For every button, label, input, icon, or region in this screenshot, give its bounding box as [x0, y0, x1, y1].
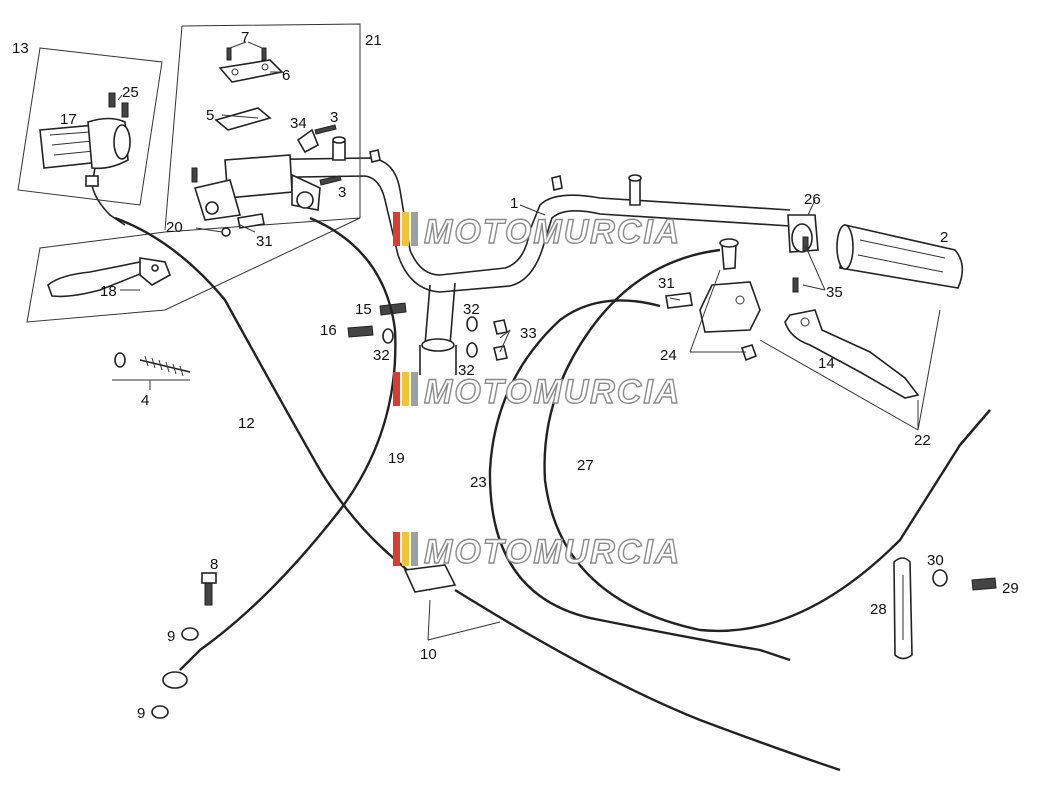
handlebar-tube — [229, 136, 791, 375]
callout-15: 15 — [355, 301, 372, 318]
parts-29-30 — [932, 569, 997, 591]
callout-26: 26 — [804, 191, 821, 208]
callout-32-upper: 32 — [463, 301, 480, 318]
screws-35 — [792, 236, 809, 293]
watermark-stripe-yellow — [402, 212, 409, 246]
watermark-middle: MOTOMURCIA — [393, 372, 681, 412]
callout-24: 24 — [660, 347, 677, 364]
callout-27: 27 — [577, 457, 594, 474]
callout-33: 33 — [520, 325, 537, 342]
watermark-stripe-yellow — [402, 532, 409, 566]
callout-28: 28 — [870, 601, 887, 618]
callout-5: 5 — [206, 107, 214, 124]
lever-14 — [784, 309, 920, 399]
callout-4: 4 — [141, 392, 149, 409]
cable-27 — [543, 248, 991, 633]
callout-1: 1 — [510, 195, 518, 212]
callout-18: 18 — [100, 283, 117, 300]
callout-20: 20 — [166, 219, 183, 236]
lever-18 — [47, 257, 171, 298]
callout-labels: 13 21 7 6 25 17 5 34 3 3 20 31 18 1 26 2… — [12, 29, 1019, 722]
callout-17: 17 — [60, 111, 77, 128]
callout-34: 34 — [290, 115, 307, 132]
cable-12 — [114, 216, 431, 591]
throttle-grip — [39, 117, 131, 226]
callout-16: 16 — [320, 322, 337, 339]
lever-bracket-24 — [699, 238, 761, 362]
watermark-text: MOTOMURCIA — [424, 373, 681, 411]
watermark-stripe-gray — [411, 212, 418, 246]
group-13-frame — [17, 47, 163, 206]
callout-22: 22 — [914, 432, 931, 449]
callout-13: 13 — [12, 40, 29, 57]
callout-3-lower: 3 — [338, 184, 346, 201]
switch-31-right — [665, 292, 693, 309]
callout-23: 23 — [470, 474, 487, 491]
watermark-top: MOTOMURCIA — [393, 212, 681, 252]
bolt-8 — [201, 572, 217, 606]
spring-4 — [112, 352, 191, 381]
callout-29: 29 — [1002, 580, 1019, 597]
bracket-28 — [893, 557, 913, 660]
watermark-stripe-gray — [411, 372, 418, 406]
leader-lines — [117, 41, 941, 641]
watermark-stripe-red — [393, 532, 400, 566]
callout-31-right: 31 — [658, 275, 675, 292]
callout-19: 19 — [388, 450, 405, 467]
watermark-bottom: MOTOMURCIA — [393, 532, 681, 572]
watermark-stripe-yellow — [402, 372, 409, 406]
screws-25 — [108, 92, 129, 118]
callout-14: 14 — [818, 355, 835, 372]
group-21-frame — [26, 23, 361, 323]
callout-7: 7 — [241, 29, 249, 46]
callout-3-upper: 3 — [330, 109, 338, 126]
cable-10 — [403, 564, 841, 772]
callout-9-lower: 9 — [137, 705, 145, 722]
watermark-text: MOTOMURCIA — [424, 533, 681, 571]
callout-10: 10 — [420, 646, 437, 663]
callout-31-left: 31 — [256, 233, 273, 250]
callout-8: 8 — [210, 556, 218, 573]
callout-21: 21 — [365, 32, 382, 49]
right-grip — [836, 224, 964, 289]
callout-32-left: 32 — [373, 347, 390, 364]
watermark-stripe-gray — [411, 532, 418, 566]
callout-32-lower: 32 — [458, 362, 475, 379]
cable-23 — [488, 299, 791, 662]
callout-9-upper: 9 — [167, 628, 175, 645]
watermark-stripe-red — [393, 372, 400, 406]
callout-12: 12 — [238, 415, 255, 432]
watermark-text: MOTOMURCIA — [424, 213, 681, 251]
callout-30: 30 — [927, 552, 944, 569]
callout-35: 35 — [826, 284, 843, 301]
watermark-stripe-red — [393, 212, 400, 246]
master-cylinder — [191, 47, 342, 237]
hardware-small — [347, 302, 508, 361]
callout-2: 2 — [940, 229, 948, 246]
callout-25: 25 — [122, 84, 139, 101]
collar-26 — [787, 214, 819, 253]
hose-19 — [151, 216, 397, 719]
callout-6: 6 — [282, 67, 290, 84]
